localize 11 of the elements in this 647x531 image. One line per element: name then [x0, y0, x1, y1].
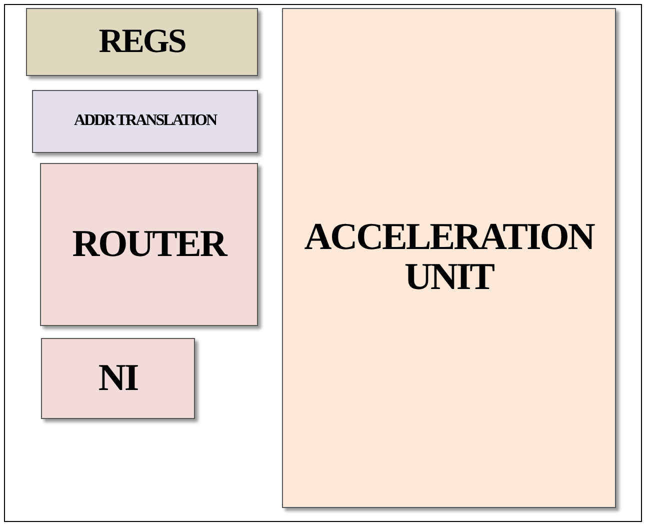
block-label: NI [98, 358, 138, 398]
block-label: ACCELERATION UNIT [303, 218, 596, 298]
outer-frame [4, 4, 642, 522]
block-box [40, 163, 258, 326]
block-label: REGS [98, 24, 186, 60]
block-label: ADDR TRANSLATION [74, 113, 216, 130]
block-box [32, 90, 258, 153]
block-box [26, 8, 258, 76]
block-box [41, 338, 195, 419]
block-box [282, 8, 616, 508]
block-label: ROUTER [72, 224, 226, 264]
